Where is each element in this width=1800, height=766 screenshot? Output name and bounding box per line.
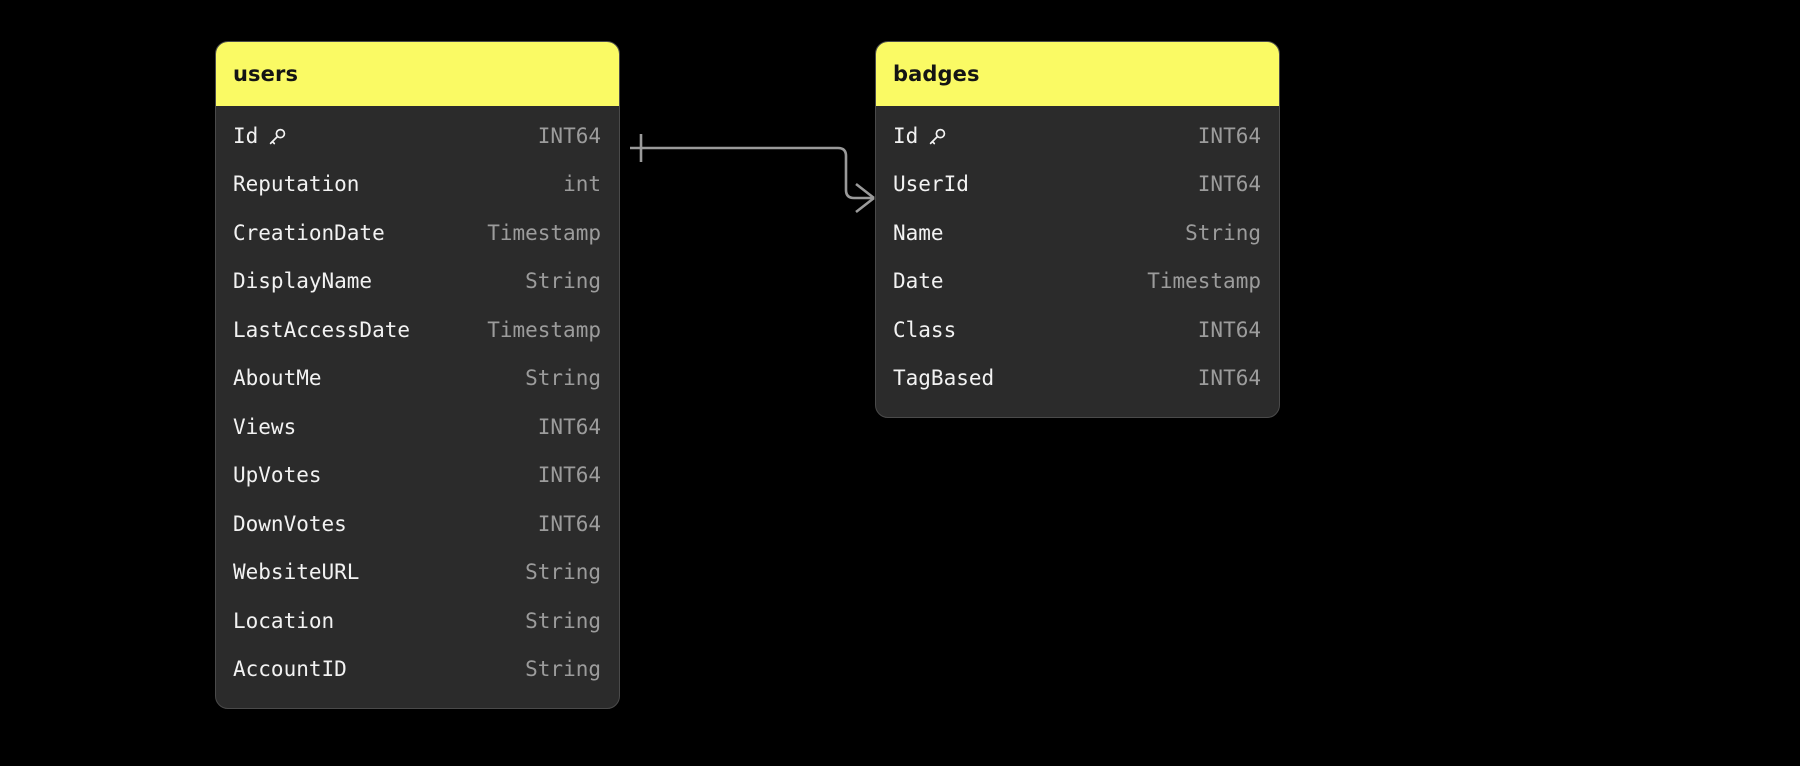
field-row[interactable]: Location String	[216, 597, 619, 646]
field-type-cell: Timestamp	[487, 220, 601, 245]
field-label: CreationDate	[233, 220, 385, 245]
cardinality-many-marker	[855, 182, 875, 214]
field-label: Date	[893, 269, 944, 294]
field-name-cell: DisplayName	[233, 271, 372, 292]
field-label: Reputation	[233, 172, 360, 197]
field-row[interactable]: AboutMe String	[216, 355, 619, 404]
field-name-cell: Reputation	[233, 174, 359, 195]
field-type-cell: String	[525, 608, 601, 633]
field-row[interactable]: DownVotes INT64	[216, 500, 619, 549]
field-name-cell: Location	[233, 608, 335, 633]
field-label: TagBased	[893, 366, 995, 391]
field-row[interactable]: Class INT64	[876, 306, 1279, 355]
entity-fields-users: Id INT64 Reputation int	[216, 106, 619, 708]
field-name-cell: CreationDate	[233, 220, 385, 245]
field-label: Views	[233, 414, 297, 439]
field-name-cell: DownVotes	[233, 511, 347, 536]
field-row[interactable]: LastAccessDate Timestamp	[216, 306, 619, 355]
field-label: Class	[893, 317, 957, 342]
field-row[interactable]: UserId INT64	[876, 161, 1279, 210]
field-label: DownVotes	[233, 511, 347, 536]
entity-title-users: users	[216, 42, 619, 106]
field-label: Id	[893, 123, 919, 148]
entity-users[interactable]: users Id INT64 Reputatio	[215, 41, 620, 709]
field-label: UpVotes	[233, 463, 322, 488]
field-type-cell: String	[525, 269, 601, 294]
field-type-cell: INT64	[1197, 317, 1261, 342]
entity-title-badges: badges	[876, 42, 1279, 106]
field-label: AccountID	[233, 657, 347, 682]
field-name-cell: Name	[893, 220, 944, 245]
field-row[interactable]: CreationDate Timestamp	[216, 209, 619, 258]
field-name-cell: UpVotes	[233, 465, 322, 486]
field-name-cell: AccountID	[233, 659, 347, 680]
field-label: AboutMe	[233, 366, 322, 391]
field-row[interactable]: UpVotes INT64	[216, 452, 619, 501]
field-type-cell: Timestamp	[1147, 269, 1261, 294]
field-type-cell: INT64	[1197, 123, 1261, 148]
field-type-cell: String	[1185, 220, 1261, 245]
field-row[interactable]: TagBased INT64	[876, 355, 1279, 404]
field-type-cell: String	[525, 560, 601, 585]
field-name-cell: UserId	[893, 174, 969, 195]
field-type-cell: int	[563, 172, 601, 197]
relationship-users-badges	[630, 134, 875, 214]
field-type-cell: INT64	[537, 414, 601, 439]
entity-fields-badges: Id INT64 UserId INT64	[876, 106, 1279, 417]
field-type-cell: INT64	[537, 463, 601, 488]
field-label: Location	[233, 608, 335, 633]
field-name-cell: Date	[893, 271, 944, 292]
field-name-cell: Id	[893, 123, 947, 148]
field-type-cell: String	[525, 657, 601, 682]
field-name-cell: WebsiteURL	[233, 562, 359, 583]
field-row[interactable]: DisplayName String	[216, 258, 619, 307]
key-icon	[267, 127, 287, 147]
field-row[interactable]: Reputation int	[216, 161, 619, 210]
field-row[interactable]: Id INT64	[876, 112, 1279, 161]
field-row[interactable]: Views INT64	[216, 403, 619, 452]
field-name-cell: AboutMe	[233, 368, 322, 389]
field-type-cell: String	[525, 366, 601, 391]
field-label: WebsiteURL	[233, 560, 360, 585]
key-icon	[927, 127, 947, 147]
field-label: Name	[893, 220, 944, 245]
field-type-cell: INT64	[537, 123, 601, 148]
field-label: UserId	[893, 172, 969, 197]
field-row[interactable]: Date Timestamp	[876, 258, 1279, 307]
field-name-cell: TagBased	[893, 368, 994, 389]
field-name-cell: LastAccessDate	[233, 317, 411, 342]
field-type-cell: INT64	[1197, 172, 1261, 197]
field-type-cell: INT64	[537, 511, 601, 536]
field-label: Id	[233, 123, 259, 148]
field-row[interactable]: Id INT64	[216, 112, 619, 161]
field-row[interactable]: Name String	[876, 209, 1279, 258]
relationship-line	[630, 146, 872, 200]
field-type-cell: Timestamp	[487, 317, 601, 342]
field-row[interactable]: WebsiteURL String	[216, 549, 619, 598]
field-label: DisplayName	[233, 269, 373, 294]
field-row[interactable]: AccountID String	[216, 646, 619, 695]
field-name-cell: Id	[233, 123, 287, 148]
field-label: LastAccessDate	[233, 317, 411, 342]
field-name-cell: Class	[893, 317, 957, 342]
entity-badges[interactable]: badges Id INT64 UserId	[875, 41, 1280, 418]
field-type-cell: INT64	[1197, 366, 1261, 391]
field-name-cell: Views	[233, 414, 297, 439]
